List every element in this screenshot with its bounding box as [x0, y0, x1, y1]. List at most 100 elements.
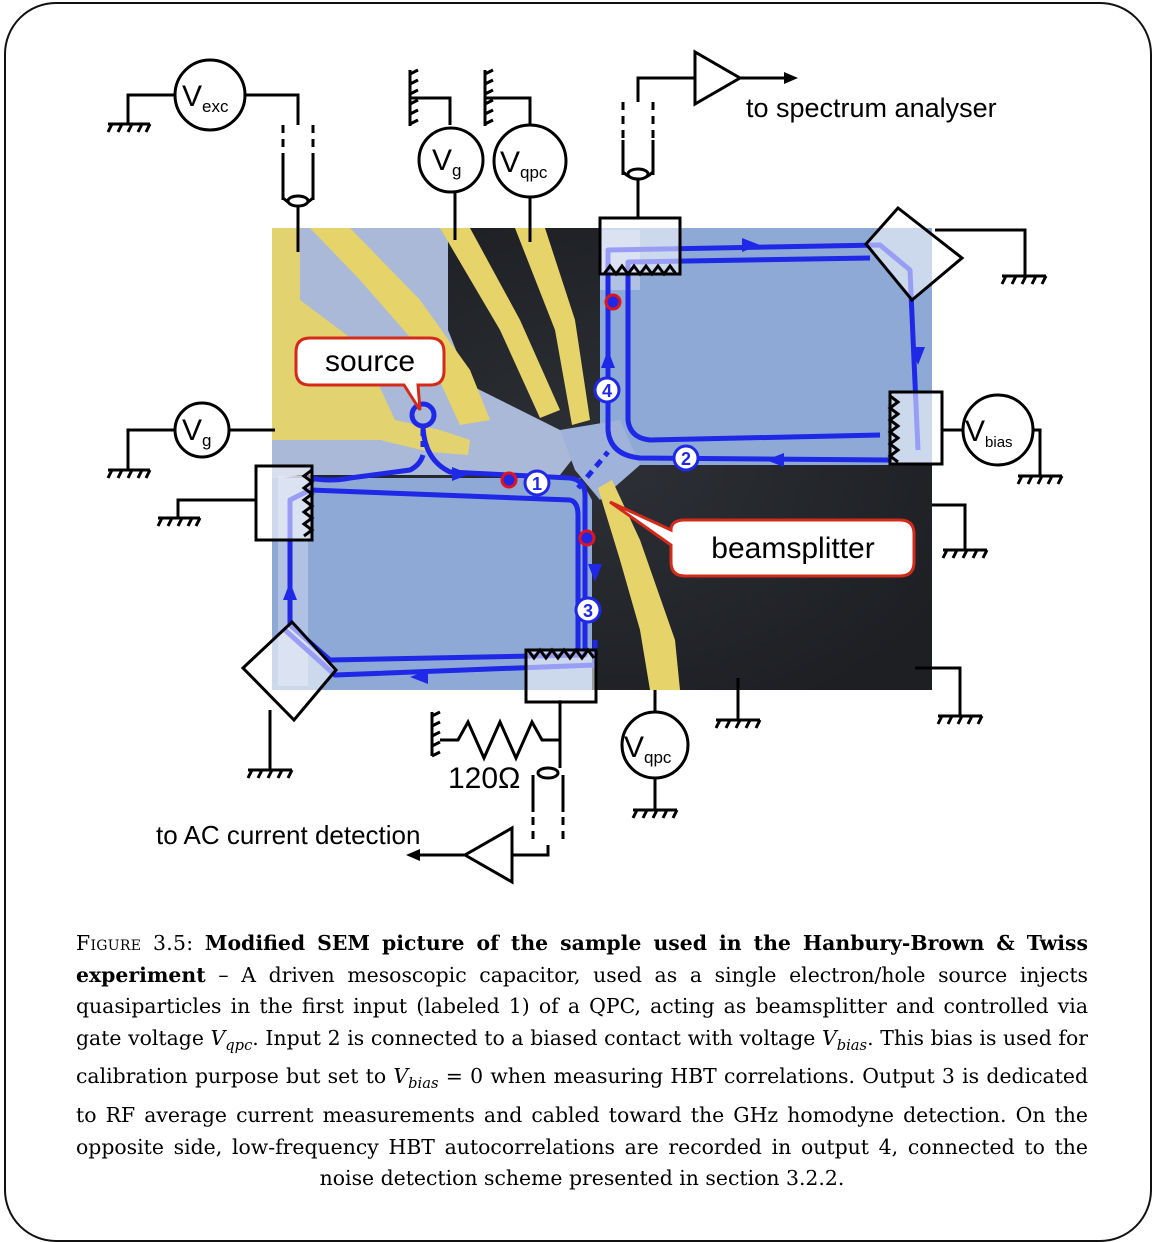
qpc-tunnel-dash	[576, 450, 610, 490]
beamsplitter-callout-text: beamsplitter	[711, 532, 874, 565]
ground-icon	[246, 768, 294, 779]
arrow-ac	[406, 849, 420, 861]
vqpc-bottom-main: V	[624, 731, 644, 764]
wire-vexc-ground	[126, 93, 175, 124]
channel-badges: 1 2 3 4	[523, 376, 700, 624]
caption-vbias-1: Vbias	[821, 1025, 867, 1054]
coax-ac-ring	[536, 766, 560, 780]
wire-vexc-out	[245, 93, 300, 125]
caption-text-2: . Input 2 is connected to a biased conta…	[252, 1025, 822, 1050]
vqpc-top-label: Vqpc	[500, 146, 548, 182]
contact-vbias	[888, 390, 944, 466]
caption-vqpc-main: V	[210, 1025, 226, 1050]
resistor-label: 120Ω	[448, 762, 520, 795]
arrow-left	[283, 582, 297, 600]
gate-vqpc-top	[515, 228, 590, 425]
vg-left-sub: g	[202, 431, 211, 450]
arrow-spectrum	[784, 72, 798, 84]
wire-spectrum	[636, 76, 695, 102]
badge-2	[672, 444, 700, 472]
source-vg-top	[417, 126, 485, 194]
ground-icon	[714, 718, 762, 729]
badge-3-text: 3	[583, 601, 593, 621]
channel-arrows	[283, 238, 925, 684]
source-vqpc-bottom	[620, 710, 690, 780]
voltage-labels: Vexc Vg Vqpc Vg Vbias Vqpc	[182, 80, 1013, 767]
figure-caption: Figure 3.5: Modified SEM picture of the …	[76, 928, 1088, 1195]
grounds	[106, 68, 1064, 819]
gate-vqpc-bottom	[598, 480, 680, 690]
vg-top-main: V	[432, 144, 452, 177]
badge-3	[574, 596, 602, 624]
caption-label: Figure 3.5:	[76, 931, 194, 955]
caption-dash: –	[205, 962, 242, 987]
channel-1-path	[420, 427, 588, 640]
caption-vbias1-main: V	[821, 1025, 837, 1050]
caption-text-3: . This bias is used for calibration purp…	[76, 1025, 1088, 1089]
wire-ac-in	[512, 845, 550, 857]
ground-icon	[1000, 274, 1048, 285]
ground-icon	[941, 548, 989, 559]
vexc-sub: exc	[202, 97, 229, 116]
wire-vg-left-ground	[126, 428, 175, 470]
contact-top	[598, 216, 682, 276]
contact-bottom	[524, 648, 598, 704]
vbias-sub: bias	[985, 434, 1013, 451]
vexc-main: V	[182, 80, 202, 113]
ground-icon	[1016, 474, 1064, 485]
source-callout-text: source	[325, 345, 415, 378]
coax-cables	[281, 102, 655, 845]
wire-vg-top-ground	[410, 96, 452, 125]
marker-1	[500, 471, 518, 489]
vqpc-top-main: V	[500, 146, 520, 179]
beamsplitter-callout-box	[609, 500, 916, 578]
coax-vexc-ring	[286, 194, 310, 208]
badge-2-text: 2	[681, 449, 691, 469]
caption-vbias1-sub: bias	[836, 1036, 868, 1054]
vg-left-main: V	[182, 414, 202, 447]
arrow-top	[742, 238, 760, 252]
source-vg-left	[173, 401, 231, 459]
vbias-main: V	[965, 415, 985, 448]
vexc-label: Vexc	[182, 80, 229, 116]
vbias-label: Vbias	[965, 415, 1013, 451]
amplifiers	[461, 49, 743, 885]
vg-top-label: Vg	[432, 144, 461, 180]
caption-vbias2-sub: bias	[408, 1075, 439, 1093]
ac-detection-label: to AC current detection	[156, 820, 420, 850]
source-vqpc-top	[492, 123, 568, 199]
contact-top-zigzag	[602, 263, 678, 277]
caption-text-4: = 0 when measuring HBT correlations. Out…	[76, 1064, 1089, 1191]
contact-vbias-zigzag	[887, 394, 901, 464]
wire-right-ground-2	[915, 666, 962, 716]
gate-vg	[440, 228, 560, 418]
mesa-top-right	[600, 228, 932, 465]
caption-vbias-2: Vbias	[393, 1064, 438, 1092]
channel-left-top	[309, 454, 426, 483]
ground-icon	[936, 714, 984, 725]
wire-vqpc-top-ground	[485, 96, 532, 125]
source-loop	[409, 401, 437, 429]
mesa-bottom-left	[272, 478, 592, 690]
source-callout: source	[294, 336, 446, 411]
arrow-ch1	[452, 467, 470, 481]
spectrum-label: to spectrum analyser	[746, 93, 997, 123]
voltage-sources	[173, 58, 1035, 780]
source-callout-box	[294, 336, 446, 411]
amplifier-ac	[461, 825, 514, 885]
coax-spec-ring	[626, 167, 650, 181]
vg-left-label: Vg	[182, 414, 211, 450]
contact-left-zigzag	[301, 468, 315, 538]
vqpc-bottom-sub: qpc	[644, 748, 672, 767]
marker-3	[578, 529, 596, 547]
amplifier-spectrum	[693, 49, 743, 107]
caption-vqpc-sub: qpc	[225, 1036, 253, 1054]
marker-4	[604, 293, 622, 311]
ground-icon	[106, 122, 152, 133]
badge-1	[523, 469, 551, 497]
vqpc-top-sub: qpc	[520, 163, 548, 182]
contact-left	[254, 464, 314, 542]
gate-left	[272, 228, 470, 455]
channel-right-inner	[625, 255, 881, 443]
wire-right-ground-1	[932, 503, 967, 550]
